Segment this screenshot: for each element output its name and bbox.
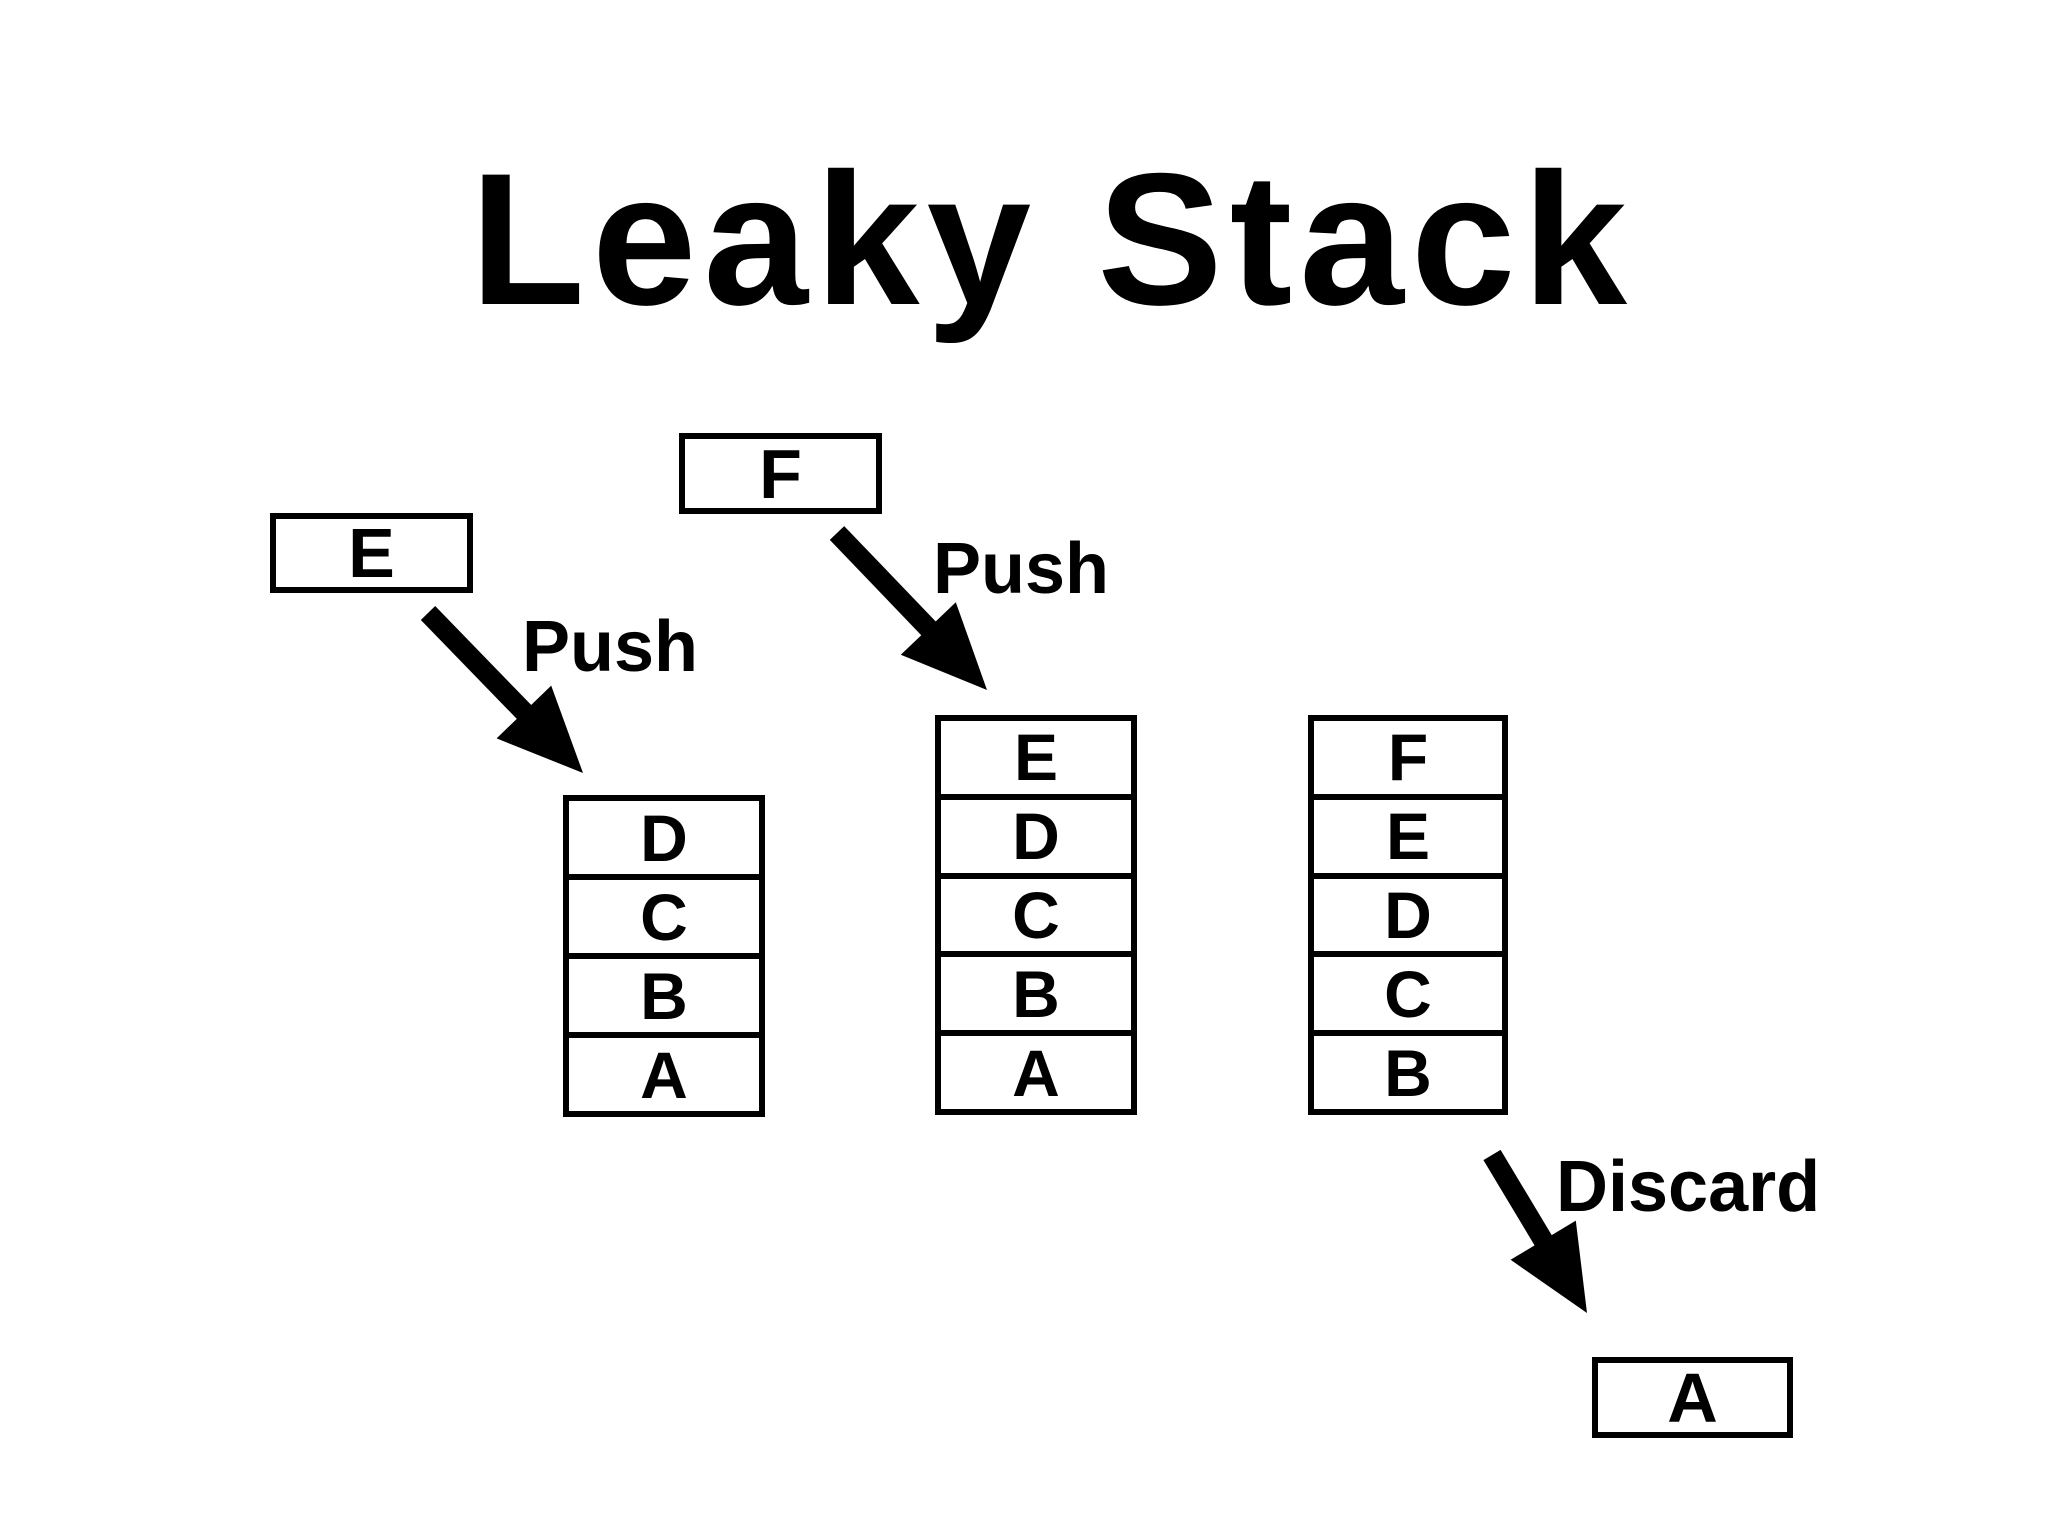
stack-cell: B [1314, 1030, 1502, 1109]
stack-cell: D [1314, 872, 1502, 952]
stack-cell: A [569, 1032, 759, 1111]
stack-initial: D C B A [563, 795, 765, 1117]
stack-cell: C [1314, 951, 1502, 1030]
stack-cell: B [941, 951, 1131, 1030]
stack-cell: C [941, 872, 1131, 952]
push-label-2: Push [933, 529, 1110, 609]
discarded-item-box-a: A [1592, 1357, 1793, 1438]
incoming-item-box-f: F [679, 433, 882, 514]
incoming-item-box-e: E [270, 513, 473, 593]
stack-cell: A [941, 1030, 1131, 1109]
stack-after-push-e: E D C B A [935, 715, 1137, 1115]
stack-cell: E [1314, 793, 1502, 873]
push-label-1: Push [522, 607, 699, 687]
stack-cell: F [1387, 720, 1429, 795]
page-title: Leaky Stack [470, 134, 1634, 344]
discard-label: Discard [1556, 1147, 1821, 1227]
stack-cell: E [1013, 720, 1059, 795]
stack-cell: C [569, 874, 759, 953]
stack-cell: D [941, 793, 1131, 873]
stack-cell: D [640, 800, 688, 875]
stack-cell: B [569, 953, 759, 1032]
stack-after-push-f-leak: F E D C B [1308, 715, 1508, 1115]
